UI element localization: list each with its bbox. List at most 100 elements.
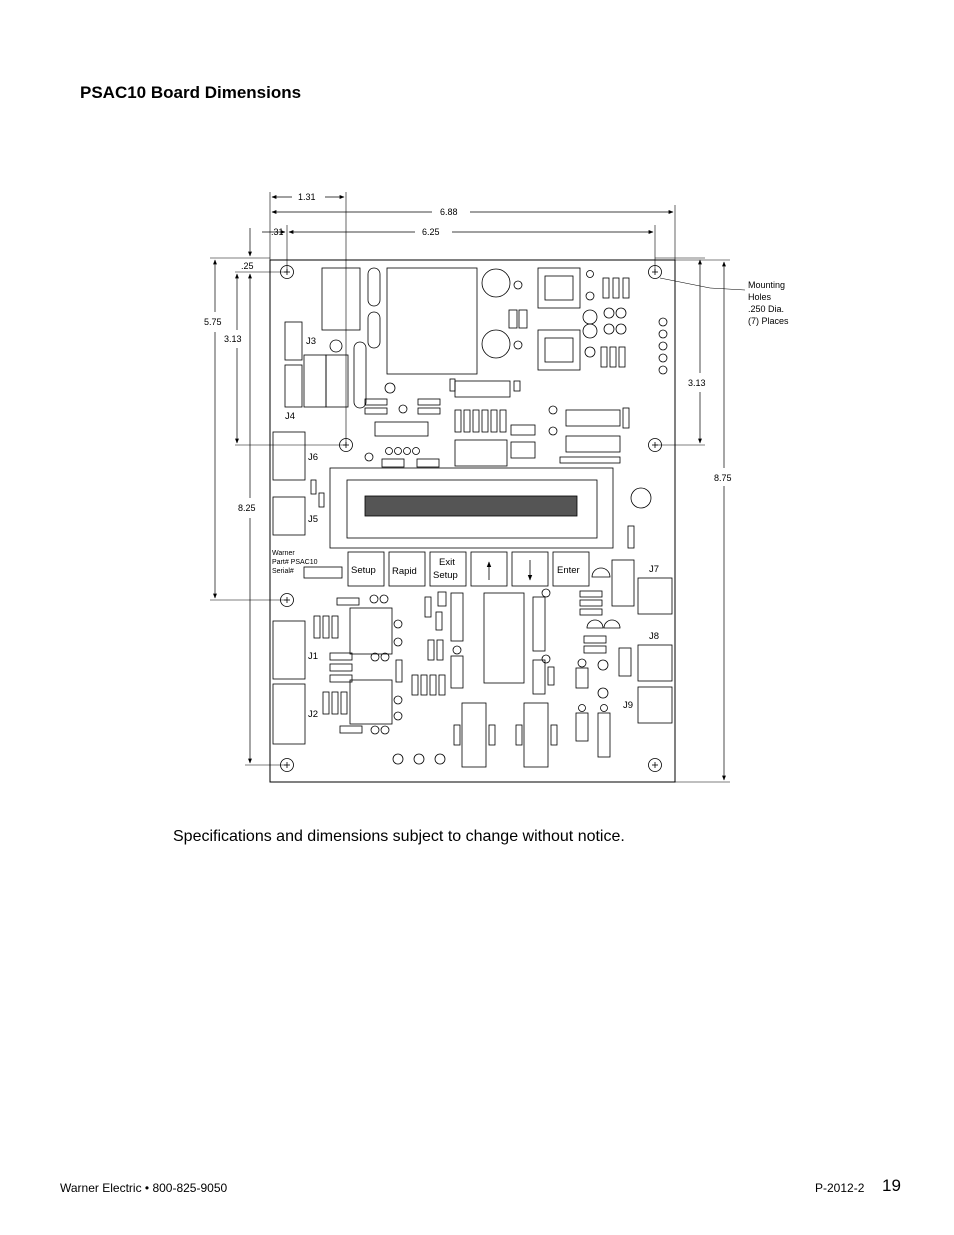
resistor	[579, 599, 603, 607]
setup-button[interactable]	[347, 551, 385, 587]
up-button[interactable]	[470, 551, 508, 587]
connector-j7-label: J7	[649, 564, 659, 575]
ic	[618, 647, 632, 677]
footer-company-phone: Warner Electric • 800-825-9050	[60, 1181, 228, 1195]
regulator-inner	[544, 337, 574, 363]
ic	[597, 712, 611, 758]
dim-8-75: 8.75	[714, 473, 732, 483]
pad	[384, 382, 396, 394]
resistor	[417, 398, 441, 406]
resistor	[435, 611, 443, 631]
transformer	[386, 267, 478, 375]
pad	[658, 329, 668, 339]
rapid-button-label: Rapid	[392, 566, 417, 577]
resistor	[550, 724, 558, 746]
lcd-pixels	[364, 495, 578, 517]
resistor	[424, 596, 432, 618]
page-title: PSAC10 Board Dimensions	[80, 83, 302, 102]
pad	[597, 687, 609, 699]
resistor	[336, 597, 360, 606]
enter-button[interactable]	[552, 551, 590, 587]
lcd-window	[346, 479, 598, 539]
led	[585, 291, 595, 301]
resistor	[364, 407, 388, 415]
serial-box	[303, 566, 343, 579]
relay	[325, 354, 349, 408]
footer-doc-number: P-2012-2	[815, 1181, 865, 1195]
pad	[380, 725, 390, 735]
mounting-hole	[280, 758, 294, 772]
resistor	[490, 409, 498, 433]
diode	[310, 479, 317, 495]
mounting-pad	[630, 487, 652, 509]
exit-setup-button[interactable]	[429, 551, 467, 587]
extension-lines	[210, 192, 746, 783]
connector-j4-body	[284, 364, 303, 408]
connector-j2-label: J2	[308, 709, 318, 720]
ic	[565, 435, 621, 453]
transistor	[582, 309, 598, 325]
resistor	[329, 674, 353, 683]
board-outline	[269, 259, 676, 783]
dim-25: .25	[241, 261, 254, 271]
mounting-hole	[648, 438, 662, 452]
resistor	[481, 409, 489, 433]
board-components	[272, 267, 673, 768]
ic	[532, 596, 546, 652]
rapid-button[interactable]	[388, 551, 426, 587]
connector-j1-body	[272, 620, 306, 680]
dim-6-88: 6.88	[440, 207, 458, 217]
resistor	[411, 674, 419, 696]
mounting-hole	[280, 593, 294, 607]
component	[510, 441, 536, 459]
transistor	[591, 567, 611, 578]
mounting-note-line1: Mounting	[748, 280, 785, 290]
dim-3-13-right: 3.13	[688, 378, 706, 388]
component	[575, 712, 589, 742]
relay	[321, 267, 361, 331]
pad	[658, 353, 668, 363]
mounting-note-line4: (7) Places	[748, 316, 789, 326]
connector-j9-body	[637, 686, 673, 724]
dim-8-25: 8.25	[238, 503, 256, 513]
pad	[577, 658, 587, 668]
resistor	[329, 663, 353, 672]
resistor	[583, 635, 607, 644]
specifications-note: Specifications and dimensions subject to…	[173, 828, 625, 845]
pad	[603, 323, 615, 335]
connector-j5-body	[272, 496, 306, 536]
connector-j8-label: J8	[649, 631, 659, 642]
resistor	[609, 346, 617, 368]
mounting-note-line2: Holes	[748, 292, 772, 302]
resistor	[612, 277, 620, 299]
resistor	[622, 277, 630, 299]
down-button[interactable]	[511, 551, 549, 587]
ic	[532, 659, 546, 695]
resistor	[602, 277, 610, 299]
resistor	[499, 409, 507, 433]
component	[575, 667, 589, 689]
resistor	[381, 458, 405, 468]
connector-j3-body	[284, 321, 303, 361]
resistor	[322, 691, 330, 715]
ic	[454, 380, 511, 398]
mounting-hole	[280, 265, 294, 279]
exit-setup-button-label: Setup	[433, 570, 458, 581]
pad	[541, 588, 551, 598]
resistor	[340, 691, 348, 715]
mounting-hole	[648, 265, 662, 279]
ic	[450, 592, 464, 642]
label-block-warner: Warner	[272, 550, 295, 557]
pad	[548, 405, 558, 415]
pad	[658, 317, 668, 327]
connector-j1-label: J1	[308, 651, 318, 662]
connector-j4-label: J4	[285, 411, 295, 422]
transistor	[586, 619, 604, 629]
resistor	[313, 615, 321, 639]
resistor	[364, 398, 388, 406]
pad	[413, 753, 425, 765]
component	[518, 309, 528, 329]
setup-button-label: Setup	[351, 565, 376, 576]
label-block-part: Part# PSAC10	[272, 559, 318, 566]
resistor	[339, 725, 363, 734]
